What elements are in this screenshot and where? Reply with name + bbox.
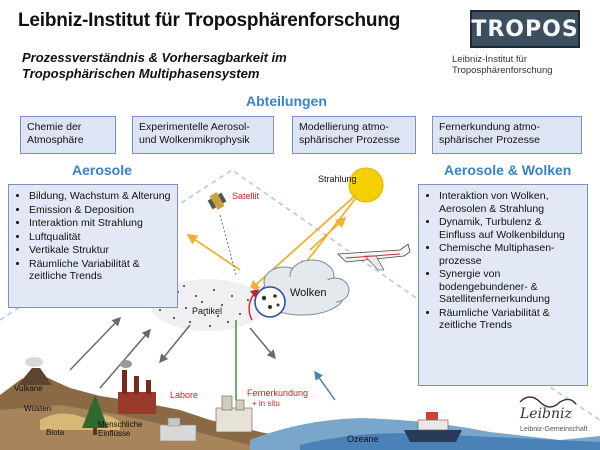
list-item: Emission & Deposition [29, 204, 171, 217]
satellite-icon [207, 192, 227, 210]
aerosols-clouds-list: Interaktion von Wolken, Aerosolen & Stra… [418, 184, 588, 386]
list-item: Chemische Multiphasen- prozesse [439, 242, 581, 267]
interaction-circle [254, 286, 286, 318]
satellite-beam [219, 214, 237, 276]
list-item: Räumliche Variabilität & zeitliche Trend… [439, 307, 581, 332]
list-item: Vertikale Struktur [29, 244, 171, 257]
airplane-icon [337, 243, 411, 271]
department-microphysics: Experimentelle Aerosol- und Wolkenmikrop… [132, 116, 274, 154]
list-item: Räumliche Variabilität & zeitliche Trend… [29, 258, 171, 283]
label-particles: Partikel [192, 306, 223, 316]
label-labs: Labore [170, 390, 199, 400]
radiation-arrow-3 [186, 233, 241, 271]
list-item: Dynamik, Turbulenz & Einfluss auf Wolken… [439, 216, 581, 241]
list-item: Interaktion von Wolken, Aerosolen & Stra… [439, 190, 581, 215]
emission-arrow-1 [69, 316, 122, 371]
aerosols-heading: Aerosole [72, 162, 132, 178]
label-human-influence: Menschliche Einflüsse [98, 420, 143, 438]
label-remote-sensing: Fernerkundung [247, 388, 309, 398]
buildings-icon [159, 417, 197, 442]
tropos-logo-subtext: Leibniz-Institut für Troposphärenforschu… [452, 54, 553, 76]
list-item: Interaktion mit Strahlung [29, 217, 171, 230]
tropos-logo: TROPOS [470, 10, 580, 48]
label-biota: Biota [46, 428, 65, 437]
leibniz-logo-subtext: Leibniz-Gemeinschaft [520, 426, 588, 433]
deposition-arrow-2 [249, 327, 276, 360]
label-deserts: Wüsten [24, 404, 52, 413]
sun-icon [348, 167, 384, 203]
label-in-situ: + in situ [252, 399, 280, 408]
lab-station-icon [215, 395, 253, 433]
tropos-logo-text: TROPOS [471, 16, 579, 42]
label-volcanoes: Vulkane [14, 384, 43, 393]
label-oceans: Ozeane [347, 434, 379, 444]
list-item: Luftqualität [29, 231, 171, 244]
leibniz-logo-mark [519, 396, 577, 408]
leibniz-logo-script: Leibniz [520, 406, 572, 422]
volcano-icon [18, 368, 52, 385]
list-item: Synergie von bodengebundener- & Satellit… [439, 268, 581, 306]
label-clouds: Wolken [290, 287, 327, 299]
deposition-arrow [159, 324, 191, 364]
ocean-arrow [314, 370, 336, 401]
ship-icon [404, 412, 462, 442]
list-item: Bildung, Wachstum & Alterung [29, 190, 171, 203]
department-chemistry: Chemie der Atmosphäre [20, 116, 116, 154]
cloud-icon [259, 259, 350, 316]
page-subtitle: Prozessverständnis & Vorhersagbarkeit im… [22, 50, 287, 81]
label-satellite: Satellit [232, 191, 260, 201]
factory-icon [118, 360, 156, 414]
tree-icon [82, 395, 108, 435]
radiation-arrow-4 [309, 216, 347, 251]
page-title: Leibniz-Institut für Troposphärenforschu… [18, 10, 401, 31]
label-radiation: Strahlung [318, 174, 357, 184]
departments-heading: Abteilungen [246, 93, 327, 109]
emission-arrow-2 [99, 328, 151, 389]
aerosols-clouds-heading: Aerosole & Wolken [444, 162, 572, 178]
department-remote-sensing: Fernerkundung atmo- sphärischer Prozesse [432, 116, 582, 154]
department-modelling: Modellierung atmo- sphärischer Prozesse [292, 116, 416, 154]
aerosols-list: Bildung, Wachstum & Alterung Emission & … [8, 184, 178, 308]
